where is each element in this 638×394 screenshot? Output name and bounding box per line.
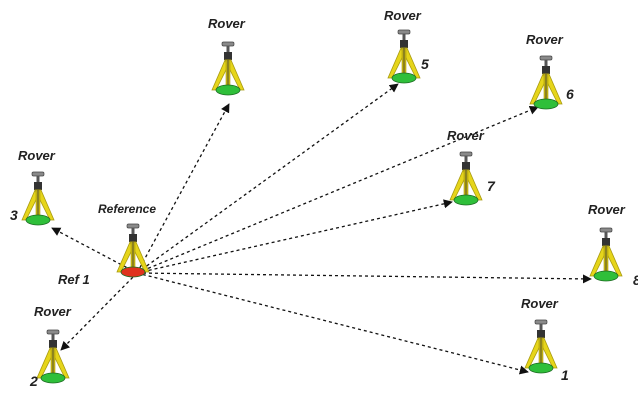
tripod-icon [449, 151, 483, 206]
tripod-icon [116, 223, 150, 278]
link-rover-3 [51, 227, 138, 274]
rover-label: Rover [384, 8, 422, 23]
station-rover-7 [449, 151, 483, 206]
baseline-links [51, 83, 592, 375]
link-rover-6 [136, 105, 539, 274]
station-rover-8 [589, 227, 623, 282]
rover-label: Rover [208, 16, 246, 31]
tripod-icon [21, 171, 55, 226]
tripod-icon [589, 227, 623, 282]
station-rover-top-left [211, 41, 245, 96]
reference-station [116, 223, 150, 278]
tripod-icon [211, 41, 245, 96]
rover-label: Rover [34, 304, 72, 319]
reference-label: Reference [98, 202, 156, 216]
link-rover-1 [136, 272, 529, 375]
rover-number: 7 [487, 178, 496, 194]
link-rover-5 [136, 83, 399, 274]
station-rover-3 [21, 171, 55, 226]
rover-number: 6 [566, 86, 574, 102]
rover-number: 3 [10, 207, 18, 223]
tripod-icon [529, 55, 563, 110]
tripod-icon [524, 319, 558, 374]
link-rover-top-left [136, 103, 230, 274]
rover-number: 5 [421, 56, 429, 72]
rover-label: Rover [526, 32, 564, 47]
station-rover-5 [387, 29, 421, 84]
link-rover-7 [136, 199, 453, 274]
rover-label: Rover [18, 148, 56, 163]
station-rover-1 [524, 319, 558, 374]
stations [21, 29, 623, 384]
tripod-icon [36, 329, 70, 384]
reference-id-label: Ref 1 [58, 272, 90, 287]
rover-label: Rover [521, 296, 559, 311]
rover-number: 8 [633, 272, 638, 288]
rover-label: Rover [447, 128, 485, 143]
station-rover-2 [36, 329, 70, 384]
rover-number: 1 [561, 367, 569, 383]
rover-label: Rover [588, 202, 626, 217]
link-rover-2 [60, 272, 138, 351]
link-rover-8 [136, 272, 592, 284]
station-rover-6 [529, 55, 563, 110]
rover-number: 2 [29, 373, 38, 389]
tripod-icon [387, 29, 421, 84]
